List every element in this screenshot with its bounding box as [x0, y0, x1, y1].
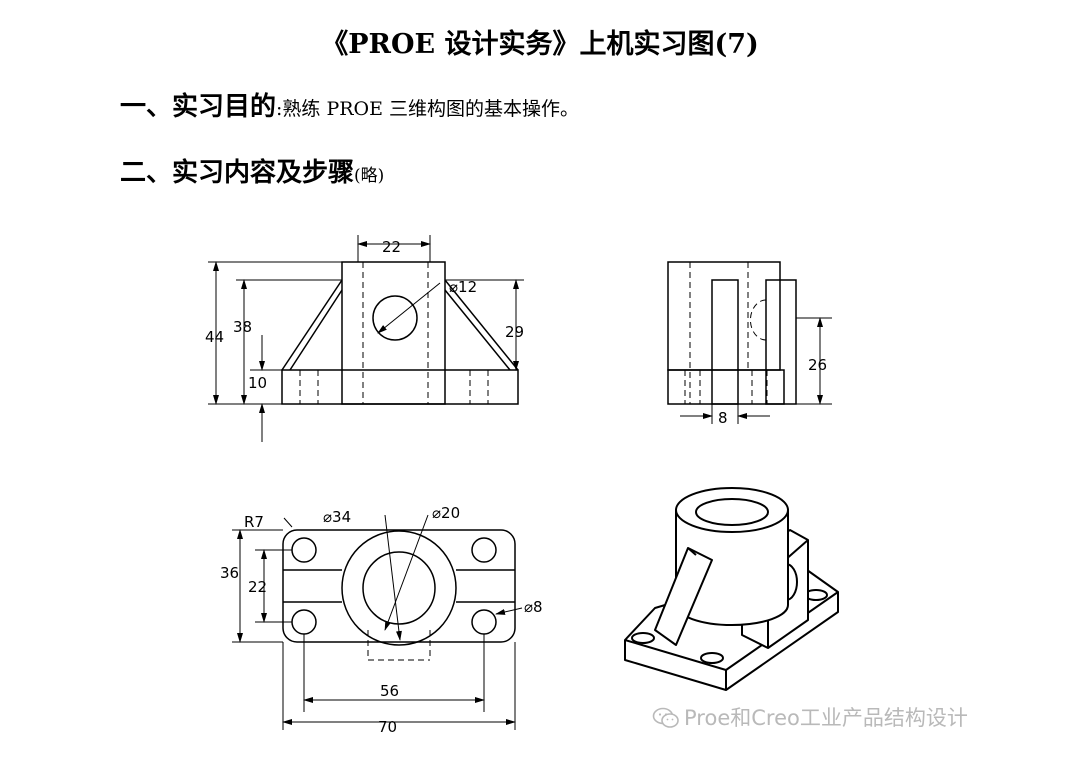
dim-22: 22: [382, 238, 401, 256]
section-purpose-text: :熟练 PROE 三维构图的基本操作。: [276, 98, 580, 120]
side-view: [667, 261, 832, 424]
dim-70: 70: [378, 718, 397, 736]
dim-10: 10: [248, 374, 267, 392]
dim-44: 44: [205, 328, 224, 346]
section-content-text: (略): [354, 166, 385, 186]
dim-38: 38: [233, 318, 252, 336]
top-view-dimensions: R7 ⌀34 ⌀20 36 22 ⌀8 56 70: [220, 504, 543, 736]
dim-dia-20: ⌀20: [432, 504, 460, 522]
side-view-dimensions: 26 8: [718, 356, 827, 427]
top-view: [232, 514, 523, 730]
dim-36: 36: [220, 564, 239, 582]
section-content: 二、实习内容及步骤(略): [120, 152, 384, 189]
wechat-icon: [652, 707, 679, 728]
section-content-heading: 二、实习内容及步骤: [120, 158, 355, 188]
dim-29: 29: [505, 323, 524, 341]
front-view: [208, 235, 524, 442]
watermark-text: Proe和Creo工业产品结构设计: [684, 706, 968, 730]
front-view-dimensions: 22 ⌀12 44 38 29 10: [205, 238, 524, 392]
section-purpose-heading: 一、实习目的: [120, 92, 277, 122]
watermark: Proe和Creo工业产品结构设计: [652, 702, 968, 732]
dim-56: 56: [380, 682, 399, 700]
page-title: 《PROE 设计实务》上机实习图(7): [321, 29, 759, 60]
dim-dia-8: ⌀8: [524, 598, 543, 616]
section-purpose: 一、实习目的:熟练 PROE 三维构图的基本操作。: [120, 86, 579, 123]
dim-26: 26: [808, 356, 827, 374]
dim-dia-34: ⌀34: [323, 508, 351, 526]
dim-8: 8: [718, 409, 728, 427]
dim-hole-12: ⌀12: [449, 278, 477, 296]
dim-22-top: 22: [248, 578, 267, 596]
dim-r7: R7: [244, 513, 264, 531]
isometric-view: [624, 487, 839, 691]
